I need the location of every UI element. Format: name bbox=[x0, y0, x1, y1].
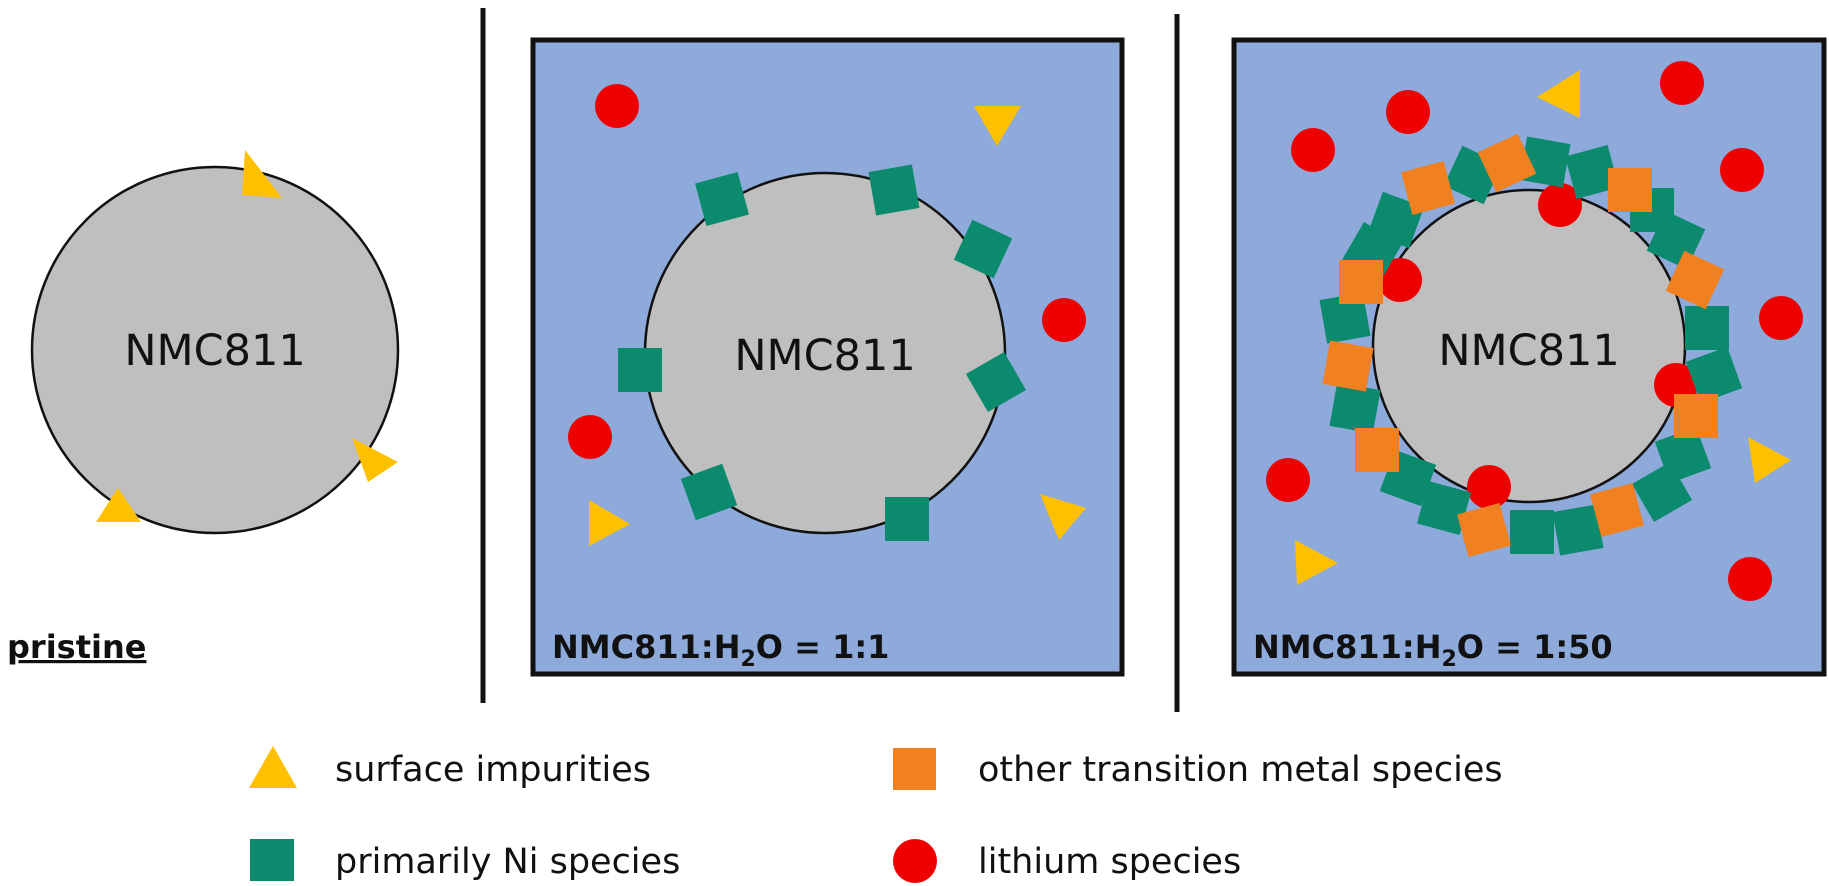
legend-item-li-species: lithium species bbox=[893, 839, 1241, 883]
tm-species-square bbox=[1608, 168, 1652, 212]
ni-species-square bbox=[953, 219, 1013, 279]
particle-label: NMC811 bbox=[734, 331, 915, 381]
ni-species-square bbox=[1552, 504, 1604, 556]
surface-impurity-triangle bbox=[974, 106, 1021, 146]
lithium-circle bbox=[1720, 148, 1764, 192]
surface-impurity-triangle bbox=[1295, 540, 1338, 585]
ni-species-square bbox=[965, 351, 1027, 413]
tm-species-square bbox=[1401, 161, 1455, 215]
nmc811-particle bbox=[30, 165, 400, 535]
lithium-species bbox=[1266, 61, 1803, 601]
tm-species-square bbox=[1355, 428, 1399, 472]
tm-species bbox=[1322, 133, 1725, 557]
lithium-circle bbox=[1266, 458, 1310, 502]
ni-species-square bbox=[1565, 145, 1619, 199]
surface-impurity-triangle-icon bbox=[249, 746, 297, 788]
tm-species-square bbox=[1477, 133, 1537, 193]
surface-impurity-triangle bbox=[242, 150, 282, 198]
lithium-species bbox=[1378, 183, 1698, 509]
legend-label: primarily Ni species bbox=[335, 842, 680, 882]
lithium-circle bbox=[568, 415, 612, 459]
ni-species-square bbox=[1319, 292, 1371, 344]
impurities bbox=[96, 150, 398, 522]
lithium-species bbox=[568, 84, 1086, 459]
tm-species-square bbox=[1339, 260, 1383, 304]
legend: surface impurities primarily Ni species … bbox=[249, 746, 1503, 883]
ni-species-square bbox=[885, 497, 929, 541]
panel-ratio-1-1: NMC811 NMC811:H2O = 1:1 bbox=[530, 37, 1125, 677]
legend-item-tm-species: other transition metal species bbox=[893, 748, 1503, 790]
surface-impurity-triangle bbox=[96, 488, 141, 522]
lithium-circle bbox=[1538, 183, 1582, 227]
lithium-circle bbox=[1660, 61, 1704, 105]
tm-species-square bbox=[1590, 483, 1644, 537]
lithium-circle bbox=[1467, 465, 1511, 509]
legend-label: other transition metal species bbox=[978, 750, 1503, 790]
ni-species-square bbox=[695, 172, 749, 226]
lithium-circle bbox=[1042, 298, 1086, 342]
tm-species-square bbox=[1665, 250, 1725, 310]
particle-label: NMC811 bbox=[124, 326, 305, 376]
tm-species-square-icon bbox=[893, 748, 936, 790]
lithium-circle bbox=[595, 84, 639, 128]
lithium-circle bbox=[1386, 90, 1430, 134]
tm-species-square bbox=[1457, 503, 1511, 557]
lithium-circle bbox=[1291, 128, 1335, 172]
impurities bbox=[1295, 70, 1791, 585]
legend-label: lithium species bbox=[978, 842, 1241, 882]
ni-species bbox=[618, 164, 1027, 541]
lithium-circle bbox=[1378, 258, 1422, 302]
ratio-caption: NMC811:H2O = 1:1 bbox=[552, 628, 889, 672]
surface-impurity-triangle bbox=[352, 438, 398, 482]
surface-impurity-triangle bbox=[589, 500, 630, 546]
ni-species-square bbox=[868, 164, 920, 216]
tm-species-square bbox=[1322, 340, 1374, 392]
lithium-circle-icon bbox=[893, 839, 937, 883]
ni-species-square bbox=[1510, 510, 1554, 554]
lithium-circle bbox=[1759, 296, 1803, 340]
panel-ratio-1-50: NMC811 bbox=[1231, 37, 1827, 677]
ni-species-square bbox=[1417, 481, 1471, 535]
ni-species-square bbox=[1685, 306, 1729, 350]
panel-pristine: NMC811 pristine bbox=[7, 150, 400, 666]
ratio-caption: NMC811:H2O = 1:50 bbox=[1253, 628, 1613, 672]
ni-species bbox=[1319, 136, 1743, 556]
legend-label: surface impurities bbox=[335, 750, 651, 790]
pristine-caption: pristine bbox=[7, 628, 146, 666]
lithium-circle bbox=[1728, 557, 1772, 601]
ni-species-square bbox=[1685, 346, 1743, 404]
ni-species-square bbox=[1329, 382, 1381, 434]
legend-item-surface-impurities: surface impurities bbox=[249, 746, 651, 790]
impurities bbox=[589, 106, 1086, 546]
surface-impurity-triangle bbox=[1537, 70, 1580, 118]
surface-impurity-triangle bbox=[1748, 437, 1791, 483]
particle-label: NMC811 bbox=[1438, 326, 1619, 376]
tm-species-square bbox=[1674, 394, 1718, 438]
ni-species-square-icon bbox=[250, 839, 294, 881]
surface-impurity-triangle bbox=[1040, 494, 1086, 540]
ni-species-square bbox=[680, 463, 738, 521]
ni-species-square bbox=[1631, 461, 1693, 523]
legend-item-ni-species: primarily Ni species bbox=[250, 839, 680, 882]
ni-species-square bbox=[618, 348, 662, 392]
